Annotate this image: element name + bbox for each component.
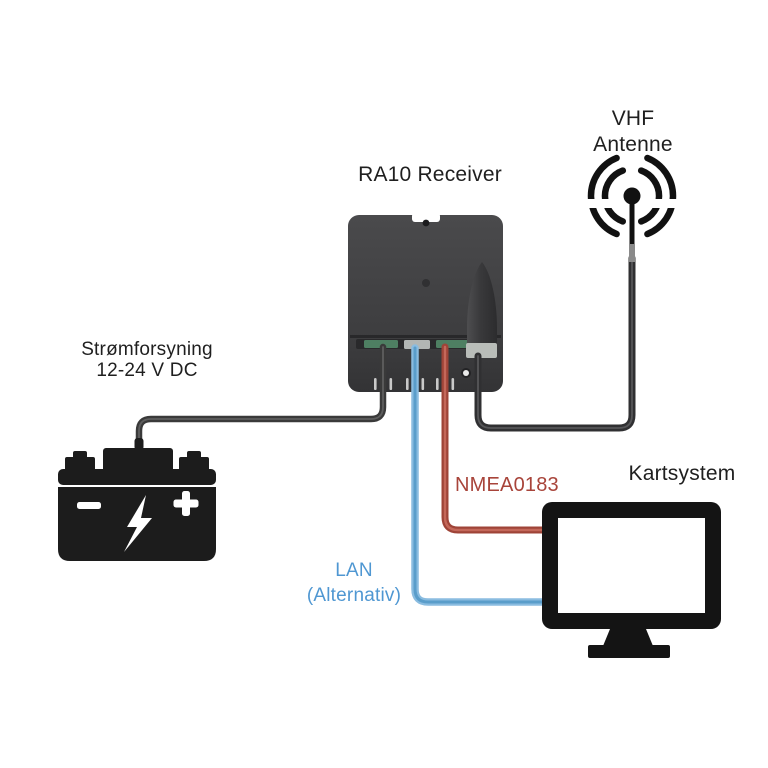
battery-wire-nub	[134, 438, 144, 450]
nmea0183-label: NMEA0183	[455, 474, 559, 496]
battery-lightning-bolt-icon	[124, 495, 152, 552]
battery-terminal-right	[179, 457, 209, 472]
receiver-label: RA10 Receiver	[358, 163, 502, 186]
battery-plus-horizontal	[173, 499, 199, 508]
battery-terminal-left	[65, 457, 95, 472]
nmea0183-wire-highlight	[443, 345, 550, 532]
battery-minus-icon	[77, 502, 101, 509]
lan-label-line2: (Alternativ)	[306, 585, 402, 606]
radio-waves-antenna-icon	[584, 154, 680, 262]
monitor-icon	[542, 502, 721, 658]
lan-label-line1: LAN	[335, 560, 373, 581]
cable-clamps	[374, 378, 455, 390]
power-label-line2: 12-24 V DC	[96, 360, 198, 381]
monitor-neck	[603, 629, 653, 646]
wires	[135, 254, 636, 606]
terminal-lan-connector	[404, 340, 430, 349]
battery-center-block	[103, 448, 173, 472]
antenna-connector-silver	[466, 343, 497, 358]
kartsystem-label: Kartsystem	[628, 462, 736, 485]
device-top-notch	[412, 213, 440, 222]
antenna-rod	[629, 196, 635, 248]
terminal-green-left	[364, 340, 398, 348]
monitor-screen	[558, 518, 705, 613]
antenna-rod-base	[629, 244, 635, 262]
radio-wave-arcs	[587, 154, 677, 238]
device-center-screw-icon	[422, 279, 430, 287]
device-seam	[350, 335, 501, 338]
power-supply-label: Strømforsyning 12-24 V DC	[52, 339, 242, 381]
device-top-screw-icon	[422, 219, 430, 227]
arc-gap-left	[584, 199, 612, 208]
led-indicator-icon	[463, 370, 469, 376]
terminal-green-right	[436, 340, 470, 348]
power-wire-highlight	[138, 346, 384, 448]
battery-lid	[58, 469, 216, 485]
vhf-label-line1: VHF	[611, 107, 655, 130]
power-label-line1: Strømforsyning	[81, 339, 213, 360]
antenna-dot	[623, 187, 641, 205]
ra10-receiver-device	[348, 213, 503, 392]
lan-label: LAN (Alternativ)	[283, 558, 425, 608]
arc-gap-right	[652, 199, 680, 208]
vhf-label-line2: Antenne	[593, 133, 673, 156]
vhf-antenna-label: VHF Antenne	[562, 106, 704, 158]
lan-wire-core	[413, 346, 550, 604]
antenna-coax-highlight	[477, 257, 633, 429]
battery-icon	[58, 438, 216, 561]
monitor-base	[588, 645, 670, 658]
device-antenna-cone-icon	[467, 262, 497, 344]
